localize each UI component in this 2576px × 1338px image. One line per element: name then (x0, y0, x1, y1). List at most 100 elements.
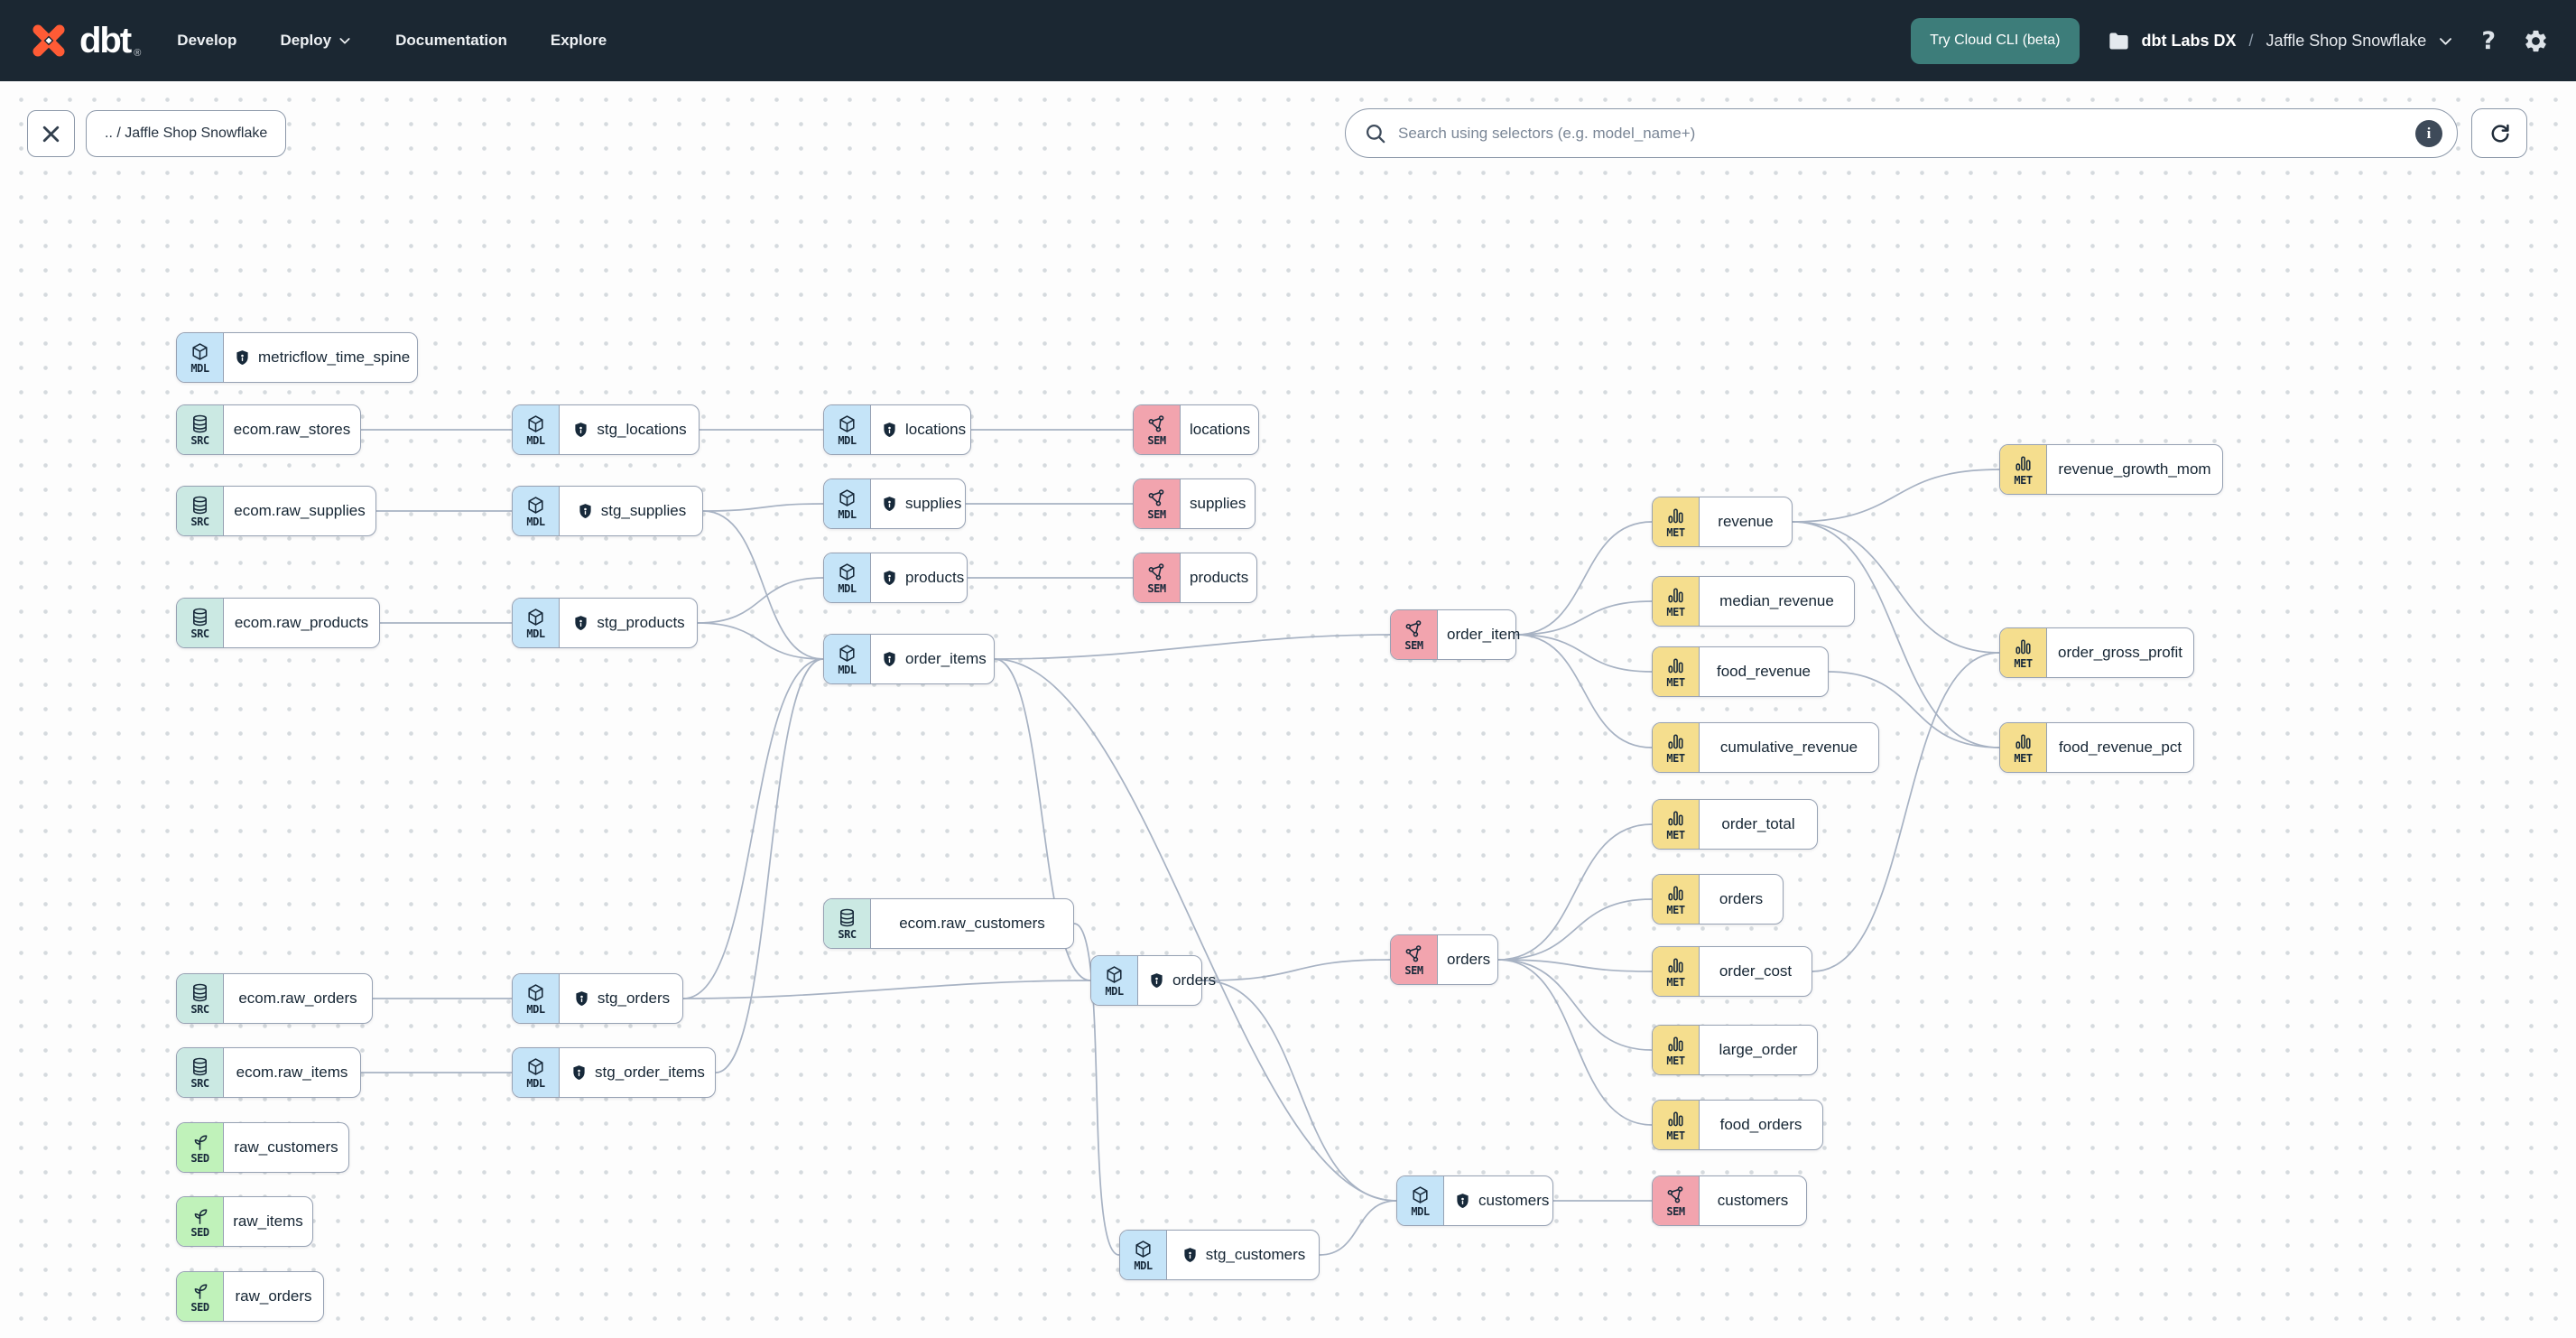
node-label: ecom.raw_orders (224, 974, 372, 1023)
model-cube-icon (1413, 1186, 1428, 1203)
account-switcher[interactable]: dbt Labs DX / Jaffle Shop Snowflake (2107, 29, 2455, 53)
node-label: cumulative_revenue (1700, 723, 1878, 772)
graph-node-stg_supplies[interactable]: MDL stg_supplies (512, 486, 703, 536)
node-kind-code: SRC (190, 516, 209, 528)
node-label: supplies (871, 479, 970, 528)
model-badge: MDL (1091, 956, 1138, 1005)
edge-order_item_sem-to-revenue (1515, 521, 1653, 636)
graph-node-order_items[interactable]: MDL order_items (823, 634, 995, 684)
nav-item-explore[interactable]: Explore (550, 32, 607, 49)
info-icon[interactable]: i (2415, 119, 2442, 147)
nav-item-develop[interactable]: Develop (177, 32, 237, 49)
node-label-text: order_items (905, 650, 987, 667)
node-label: stg_order_items (560, 1048, 715, 1097)
semantic-model-badge: SEM (1134, 553, 1181, 602)
seed-sprout-icon (194, 1284, 208, 1299)
metric-chart-icon (1668, 658, 1683, 674)
node-kind-code: MET (2014, 752, 2033, 765)
nav-item-deploy[interactable]: Deploy (280, 32, 352, 50)
metric-chart-icon (1668, 1036, 1683, 1052)
help-button[interactable]: ? (2481, 27, 2496, 55)
breadcrumb[interactable]: .. / Jaffle Shop Snowflake (86, 110, 287, 157)
shield-icon (236, 349, 248, 365)
node-kind-code: SEM (1404, 639, 1423, 652)
node-kind-code: SRC (190, 434, 209, 447)
graph-node-stg_order_items[interactable]: MDL stg_order_items (512, 1047, 716, 1098)
node-label: orders (1138, 956, 1225, 1005)
settings-button[interactable] (2523, 28, 2549, 54)
node-label-text: orders (1447, 951, 1491, 968)
try-cloud-cli-button[interactable]: Try Cloud CLI (beta) (1911, 17, 2080, 64)
graph-node-stg_customers[interactable]: MDL stg_customers (1119, 1230, 1320, 1280)
close-lineage-button[interactable] (27, 110, 75, 157)
refresh-button[interactable] (2471, 108, 2527, 158)
graph-node-customers_mdl[interactable]: MDL customers (1396, 1175, 1553, 1226)
graph-node-order_item_sem[interactable]: SEM order_item (1390, 609, 1520, 660)
node-kind-code: MDL (526, 434, 545, 447)
model-badge: MDL (513, 974, 560, 1023)
node-kind-code: SEM (1404, 964, 1423, 977)
graph-node-products_mdl[interactable]: MDL products (823, 553, 968, 603)
edge-revenue-to-revenue_growth_mom (1792, 469, 2000, 523)
graph-node-locations_mdl[interactable]: MDL locations (823, 404, 971, 455)
node-kind-code: MET (2014, 657, 2033, 670)
node-label: large_order (1700, 1026, 1817, 1074)
graph-node-stg_orders[interactable]: MDL stg_orders (512, 973, 683, 1024)
node-kind-code: MDL (1105, 985, 1124, 998)
graph-node-products_sem[interactable]: SEM products (1133, 553, 1257, 603)
node-label: order_total (1700, 800, 1817, 849)
graph-node-metricflow_time_spine[interactable]: MDL metricflow_time_spine (176, 332, 418, 383)
search-input[interactable] (1398, 124, 2405, 143)
node-label: stg_customers (1167, 1231, 1319, 1279)
semantic-model-icon (1148, 489, 1164, 506)
node-label-text: revenue_growth_mom (2058, 460, 2211, 478)
dbt-logo[interactable]: dbt ® (27, 19, 141, 62)
node-kind-code: SEM (1666, 1205, 1685, 1218)
graph-node-stg_products[interactable]: MDL stg_products (512, 598, 698, 648)
node-label-text: order_total (1721, 815, 1795, 832)
nav-item-documentation[interactable]: Documentation (395, 32, 507, 49)
graph-node-orders_sem[interactable]: SEM orders (1390, 934, 1498, 985)
graph-node-supplies_mdl[interactable]: MDL supplies (823, 479, 966, 529)
semantic-model-icon (1667, 1186, 1683, 1203)
node-label: products (1181, 553, 1257, 602)
node-label-text: cumulative_revenue (1719, 739, 1858, 756)
source-badge: SRC (177, 599, 224, 647)
graph-node-orders_mdl[interactable]: MDL orders (1090, 955, 1216, 1006)
org-name: dbt Labs DX (2141, 31, 2237, 50)
node-label-text: order_item (1447, 626, 1521, 643)
node-label-text: order_gross_profit (2058, 644, 2182, 661)
shield-icon (573, 1064, 585, 1080)
metric-chart-icon (2015, 734, 2031, 749)
graph-node-stg_locations[interactable]: MDL stg_locations (512, 404, 700, 455)
graph-node-order_gross_profit[interactable]: MET order_gross_profit (1999, 627, 2194, 678)
metric-badge: MET (1653, 577, 1700, 626)
node-label: stg_locations (560, 405, 699, 454)
node-kind-code: SEM (1147, 582, 1166, 595)
node-label-text: food_revenue (1717, 663, 1811, 680)
